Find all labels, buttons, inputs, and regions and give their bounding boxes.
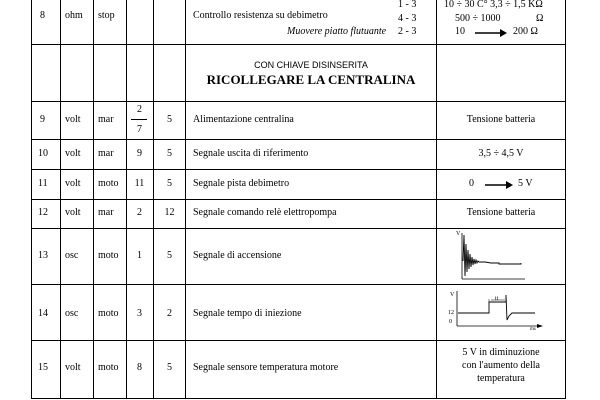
- row-number: 12: [38, 207, 48, 218]
- description-cell: Segnale tempo di iniezione: [193, 308, 302, 319]
- description-cell: Segnale sensore temperatura motore: [193, 362, 339, 373]
- grid-line: [31, 139, 566, 140]
- pin-a: 3: [137, 308, 142, 319]
- condition-cell: mar: [98, 114, 114, 125]
- float-instruction: Muovere piatto flutuante: [287, 26, 387, 37]
- value-line: 500 ÷ 1000: [455, 13, 501, 24]
- unit-cell: volt: [65, 178, 81, 189]
- key-off-note: CON CHIAVE DISINSERITA: [254, 60, 368, 70]
- grid-line: [31, 340, 566, 341]
- pin-a: 2: [137, 207, 142, 218]
- waveform-unit-label: ms: [530, 327, 536, 332]
- expected-value-line: 5 V in diminuzione: [462, 347, 540, 358]
- row-number: 11: [38, 178, 48, 189]
- pin-a: 8: [137, 362, 142, 373]
- description-cell: Segnale comando relè elettropompa: [193, 207, 337, 218]
- value-line: Ω: [536, 13, 544, 24]
- row-number: 13: [38, 250, 48, 261]
- pin-a: 1: [137, 250, 142, 261]
- description-cell: Alimentazione centralina: [193, 114, 294, 125]
- pin-b: 5: [167, 148, 172, 159]
- row-number: 14: [38, 308, 48, 319]
- pin-a-bottom: 7: [137, 124, 142, 135]
- unit-cell: volt: [65, 148, 81, 159]
- pin-b: 5: [167, 362, 172, 373]
- condition-cell: moto: [98, 178, 119, 189]
- value-line: 10 ÷ 30 C° 3,3 ÷ 1,5 KΩ: [444, 0, 543, 10]
- expected-value: Tensione batteria: [466, 114, 536, 125]
- value-line: 10: [455, 26, 465, 37]
- expected-value-line: con l'aumento della: [462, 360, 540, 371]
- grid-line: [31, 199, 566, 200]
- row-number: 8: [40, 10, 45, 21]
- pin-b: 5: [167, 178, 172, 189]
- condition-cell: moto: [98, 250, 119, 261]
- pin-a-top: 2: [137, 104, 142, 115]
- arrow-right-icon: [475, 29, 507, 37]
- pin-a: 11: [134, 178, 145, 189]
- injection-waveform: [456, 291, 543, 328]
- unit-cell: osc: [65, 308, 79, 319]
- condition-cell: moto: [98, 308, 119, 319]
- description-cell: Segnale di accensione: [193, 250, 282, 261]
- waveform-axis-label: V: [456, 231, 461, 237]
- reconnect-ecu-note: RICOLLEGARE LA CENTRALINA: [206, 72, 416, 87]
- description-cell: Segnale pista debimetro: [193, 178, 290, 189]
- row-number: 15: [38, 362, 48, 373]
- grid-line: [31, 228, 566, 229]
- waveform-time-label: ti: [495, 296, 499, 302]
- condition-cell: mar: [98, 148, 114, 159]
- waveform-level-label: 12: [448, 310, 454, 316]
- pin-b: 5: [167, 114, 172, 125]
- unit-cell: volt: [65, 207, 81, 218]
- value-start: 0: [469, 178, 474, 189]
- pin-pair: 2 - 3: [398, 26, 417, 37]
- condition-cell: mar: [98, 207, 114, 218]
- condition-cell: moto: [98, 362, 119, 373]
- description-cell: Segnale uscita di riferimento: [193, 148, 309, 159]
- value-end: 5 V: [518, 178, 533, 189]
- expected-value: 3,5 ÷ 4,5 V: [478, 148, 524, 159]
- unit-cell: ohm: [65, 10, 83, 21]
- unit-cell: volt: [65, 114, 81, 125]
- fraction-bar: [131, 119, 147, 120]
- pin-pair: 4 - 3: [398, 13, 417, 24]
- ignition-waveform: [461, 233, 525, 280]
- expected-value-line: temperatura: [477, 373, 525, 384]
- pin-a: 9: [137, 148, 142, 159]
- unit-cell: osc: [65, 250, 79, 261]
- waveform-axis-label: V: [450, 292, 455, 298]
- pin-b: 2: [167, 308, 172, 319]
- grid-line: [31, 284, 566, 285]
- condition-cell: stop: [98, 10, 115, 21]
- pin-b: 5: [167, 250, 172, 261]
- waveform-level-label: 0: [449, 319, 452, 325]
- grid-line: [31, 398, 566, 399]
- pin-pair: 1 - 3: [398, 0, 417, 10]
- grid-line: [31, 169, 566, 170]
- row-number: 9: [40, 114, 45, 125]
- arrow-right-icon: [485, 181, 513, 189]
- grid-line: [31, 101, 566, 102]
- description-cell: Controllo resistenza su debimetro: [193, 10, 328, 21]
- pin-b: 12: [164, 207, 175, 218]
- value-line: 200 Ω: [513, 26, 538, 37]
- grid-line: [31, 44, 566, 45]
- expected-value: Tensione batteria: [466, 207, 536, 218]
- row-number: 10: [38, 148, 48, 159]
- unit-cell: volt: [65, 362, 81, 373]
